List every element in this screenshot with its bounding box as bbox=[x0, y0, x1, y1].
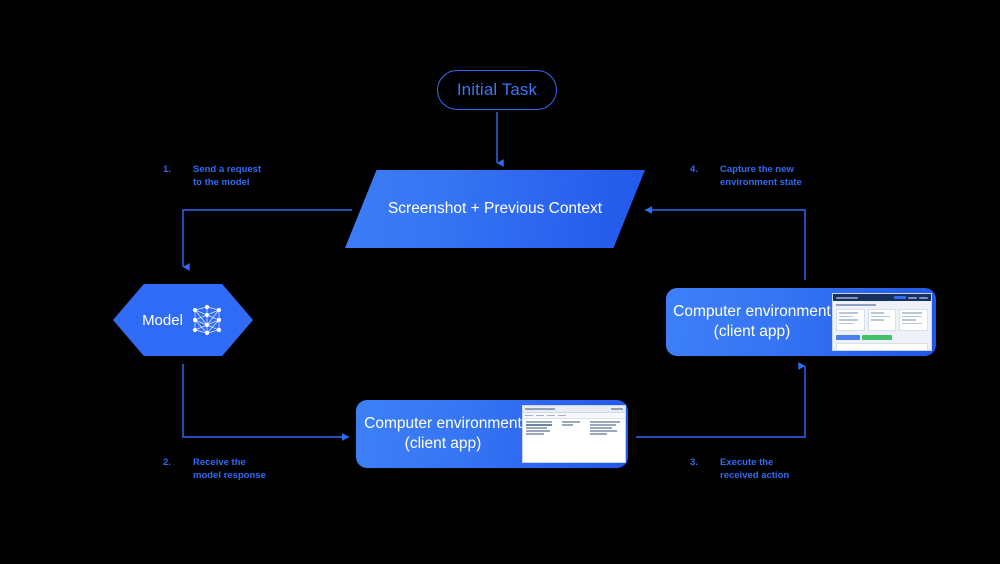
thumbnail-card-row bbox=[836, 309, 929, 331]
step-3-number: 3. bbox=[690, 457, 698, 468]
thumbnail-card bbox=[836, 309, 865, 331]
step-1-text-line1: Send a request bbox=[193, 164, 262, 175]
thumbnail-green-button bbox=[862, 335, 892, 340]
step-1-number: 1. bbox=[163, 164, 171, 175]
context-node-label: Screenshot + Previous Context bbox=[387, 200, 603, 217]
step-4-text-line2: environment state bbox=[720, 177, 802, 188]
thumbnail-window-titlebar bbox=[523, 406, 625, 413]
neural-network-icon bbox=[190, 303, 224, 337]
node-computer-environment-right[interactable]: Computer environment (client app) bbox=[666, 288, 936, 356]
thumbnail-app-header bbox=[833, 294, 931, 301]
node-initial-task[interactable]: Initial Task bbox=[437, 70, 557, 110]
env-bottom-label: Computer environment (client app) bbox=[364, 415, 522, 452]
step-3-text-line1: Execute the bbox=[720, 457, 774, 468]
thumbnail-app-body bbox=[833, 301, 931, 350]
thumbnail-window-content bbox=[523, 419, 625, 462]
step-4-number: 4. bbox=[690, 164, 698, 175]
connector-context-to-model bbox=[182, 209, 352, 271]
connector-env-right-to-context bbox=[644, 206, 806, 280]
step-1-text-line2: to the model bbox=[193, 177, 250, 188]
desktop-window-screenshot-thumbnail bbox=[522, 405, 626, 463]
connector-env-bottom-to-env-right bbox=[636, 362, 806, 438]
env-right-label: Computer environment (client app) bbox=[673, 303, 831, 340]
thumbnail-card bbox=[899, 309, 929, 331]
thumbnail-nav-item bbox=[908, 296, 917, 299]
step-4-text-line1: Capture the new bbox=[720, 164, 794, 175]
step-3-text-line2: received action bbox=[720, 470, 790, 481]
node-screenshot-previous-context[interactable]: Screenshot + Previous Context bbox=[345, 170, 645, 248]
node-computer-environment-bottom[interactable]: Computer environment (client app) bbox=[356, 400, 628, 468]
thumbnail-window-controls bbox=[611, 408, 623, 410]
thumbnail-panel bbox=[836, 343, 928, 350]
thumbnail-nav-item bbox=[919, 296, 928, 299]
model-node-label: Model bbox=[142, 311, 183, 329]
step-2-text-line1: Receive the bbox=[193, 457, 246, 468]
node-model[interactable]: Model bbox=[113, 284, 253, 356]
thumbnail-card bbox=[867, 309, 897, 331]
step-2-number: 2. bbox=[163, 457, 171, 468]
thumbnail-table-column bbox=[526, 421, 552, 435]
thumbnail-file-table bbox=[526, 421, 622, 435]
initial-task-label: Initial Task bbox=[456, 80, 538, 99]
web-app-screenshot-thumbnail bbox=[832, 293, 932, 351]
connector-model-to-env-bottom bbox=[182, 364, 350, 441]
thumbnail-window-menubar bbox=[523, 413, 625, 419]
thumbnail-table-column bbox=[562, 421, 580, 435]
thumbnail-app-logo bbox=[836, 296, 858, 299]
thumbnail-button-row bbox=[836, 335, 928, 340]
thumbnail-table-column bbox=[590, 421, 620, 435]
thumbnail-blue-button bbox=[836, 335, 860, 340]
step-2-text-line2: model response bbox=[193, 470, 266, 481]
thumbnail-primary-button bbox=[894, 295, 906, 300]
thumbnail-page-title bbox=[836, 304, 877, 306]
